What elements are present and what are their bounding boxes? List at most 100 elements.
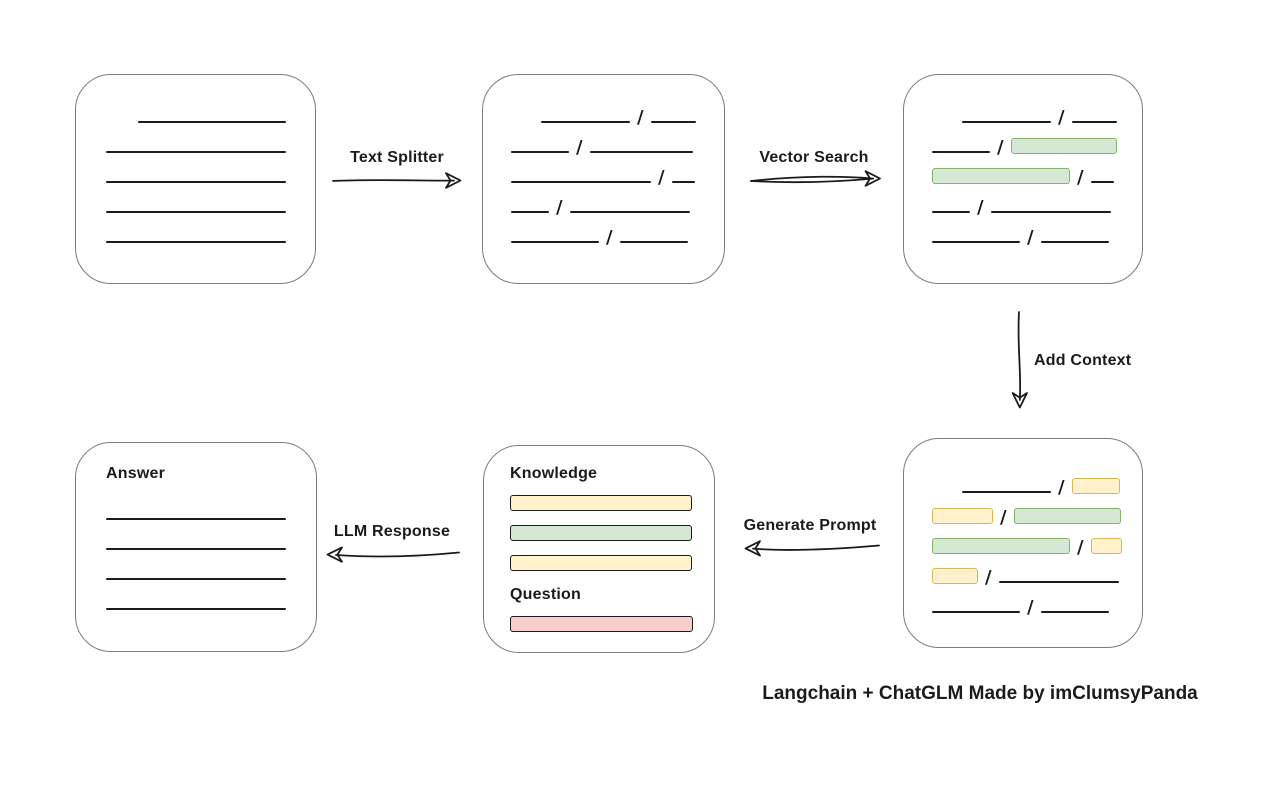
knowledge-bars xyxy=(510,495,692,571)
answer-text-lines xyxy=(76,483,316,611)
text-row: / xyxy=(932,137,1142,158)
yellow-highlight-bar xyxy=(932,508,993,524)
text-line xyxy=(511,241,599,243)
knowledge-label: Knowledge xyxy=(510,465,598,482)
yellow-highlight-bar xyxy=(1071,478,1120,494)
text-line xyxy=(1071,121,1117,123)
generate-prompt-arrow xyxy=(744,540,880,557)
answer-box: Answer xyxy=(75,442,317,652)
text-line xyxy=(106,518,286,520)
text-row: / xyxy=(932,167,1142,188)
text-line xyxy=(511,151,569,153)
text-line xyxy=(511,181,651,183)
text-row: / xyxy=(932,197,1142,218)
slash-separator: / xyxy=(556,197,563,218)
text-line xyxy=(1040,611,1109,613)
text-line xyxy=(106,578,286,580)
question-label: Question xyxy=(510,586,581,603)
question-bar xyxy=(510,616,693,632)
text-row: / xyxy=(932,507,1142,528)
green-bar xyxy=(510,525,692,541)
vector-search-arrow xyxy=(750,170,881,187)
slash-separator: / xyxy=(997,137,1004,158)
text-row xyxy=(106,197,315,214)
prompt-box: Knowledge Question xyxy=(483,445,715,653)
generate-prompt-label: Generate Prompt xyxy=(743,517,877,534)
slash-separator: / xyxy=(1058,107,1065,128)
add-context-arrow xyxy=(1011,311,1028,409)
document-text-lines xyxy=(76,75,315,244)
text-line xyxy=(106,608,286,610)
text-row xyxy=(106,564,316,581)
slash-separator: / xyxy=(1077,167,1084,188)
text-row: / xyxy=(932,567,1142,587)
answer-label: Answer xyxy=(106,465,165,482)
text-row: / xyxy=(962,107,1142,128)
green-highlight-bar xyxy=(1010,138,1117,154)
text-line xyxy=(106,181,286,183)
text-line xyxy=(569,211,690,213)
text-splitter-arrow xyxy=(332,172,462,189)
diagram-caption: Langchain + ChatGLM Made by imClumsyPand… xyxy=(762,683,1198,704)
yellow-highlight-bar xyxy=(932,568,978,584)
text-splitter-label: Text Splitter xyxy=(350,149,444,166)
slash-separator: / xyxy=(637,107,644,128)
text-row: / xyxy=(932,537,1142,558)
slash-separator: / xyxy=(606,227,613,248)
green-highlight-bar xyxy=(1013,508,1121,524)
vector-search-label: Vector Search xyxy=(759,149,869,166)
text-row: / xyxy=(932,227,1142,248)
slash-separator: / xyxy=(1027,597,1034,618)
llm-response-label: LLM Response xyxy=(333,523,451,540)
text-row xyxy=(106,137,315,154)
slash-separator: / xyxy=(1027,227,1034,248)
text-row: / xyxy=(932,597,1142,618)
text-row: / xyxy=(511,227,724,248)
text-line xyxy=(589,151,693,153)
text-row: / xyxy=(541,107,724,128)
text-line xyxy=(1040,241,1109,243)
text-line xyxy=(650,121,696,123)
text-line xyxy=(106,211,286,213)
text-row: / xyxy=(511,197,724,218)
red-bar xyxy=(510,616,693,632)
text-row: / xyxy=(511,137,724,158)
text-line xyxy=(138,121,286,123)
split-chunks-box: / / / / / xyxy=(482,74,725,284)
text-line xyxy=(932,241,1020,243)
text-line xyxy=(671,181,695,183)
text-row xyxy=(106,167,315,184)
text-line xyxy=(1090,181,1114,183)
text-row: / xyxy=(962,477,1142,498)
slash-separator: / xyxy=(1000,507,1007,528)
green-highlight-bar xyxy=(932,538,1070,554)
text-line xyxy=(619,241,688,243)
context-chunks-box: / / / / / xyxy=(903,438,1143,648)
slash-separator: / xyxy=(1077,537,1084,558)
text-line xyxy=(511,211,549,213)
slash-separator: / xyxy=(977,197,984,218)
llm-response-arrow xyxy=(326,546,460,563)
text-row xyxy=(106,227,315,244)
text-row xyxy=(138,107,315,124)
context-chunk-lines: / / / / / xyxy=(904,439,1142,618)
text-line xyxy=(106,151,286,153)
text-line xyxy=(106,241,286,243)
yellow-highlight-bar xyxy=(1090,538,1122,554)
text-row xyxy=(106,534,316,551)
add-context-label: Add Context xyxy=(1034,352,1132,369)
yellow-bar xyxy=(510,495,692,511)
matched-chunk-lines: / / / / / xyxy=(904,75,1142,248)
slash-separator: / xyxy=(576,137,583,158)
text-line xyxy=(932,611,1020,613)
text-line xyxy=(990,211,1111,213)
text-line xyxy=(962,491,1051,493)
text-line xyxy=(932,211,970,213)
slash-separator: / xyxy=(1058,477,1065,498)
text-line xyxy=(106,548,286,550)
text-row xyxy=(106,504,316,521)
slash-separator: / xyxy=(658,167,665,188)
text-line xyxy=(541,121,630,123)
vector-match-box: / / / / / xyxy=(903,74,1143,284)
